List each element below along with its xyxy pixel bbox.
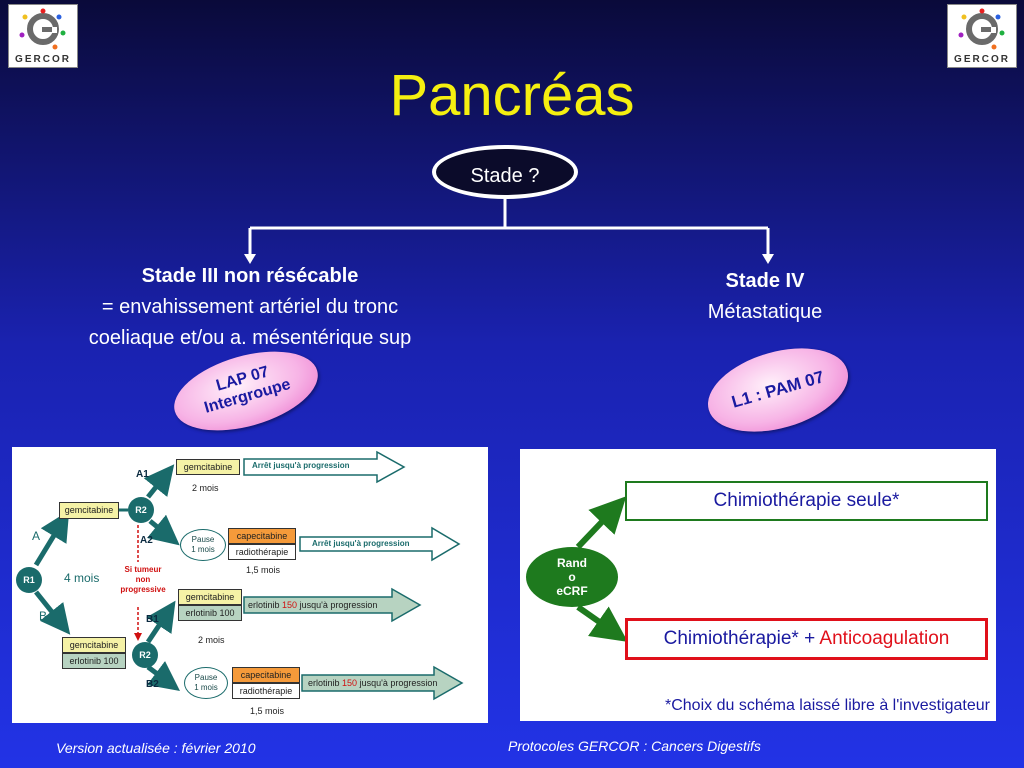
rando-ecrf-node: Rand o eCRF — [526, 547, 618, 607]
a2-arret-label: Arrêt jusqu'à progression — [312, 539, 410, 548]
b1-gemcitabine-box: gemcitabine — [178, 589, 242, 605]
si-tumeur-l2: non — [135, 575, 151, 584]
b2-erlotinib-progression: erlotinib 150 jusqu'à progression — [308, 678, 458, 688]
a2-one-five-months: 1,5 mois — [246, 565, 281, 575]
si-tumeur-note: Si tumeur non progressive — [114, 565, 172, 595]
a1-two-months: 2 mois — [192, 483, 219, 493]
b2-erlotinib-dose: 150 — [342, 678, 358, 688]
stade3-heading: Stade III non résécable — [141, 265, 359, 287]
pause-l1: Pause — [194, 673, 218, 682]
decision-tree-connectors — [244, 199, 774, 264]
stade-question-node: Stade ? — [432, 145, 578, 199]
b2-pause-node: Pause 1 mois — [184, 667, 228, 699]
gercor-logo-right: GERCOR — [947, 4, 1017, 68]
pause-l2: 1 mois — [194, 683, 218, 692]
arm-a-label: A — [32, 529, 41, 543]
a1-gemcitabine-box: gemcitabine — [176, 459, 240, 475]
stade4-subheading: Métastatique — [707, 301, 823, 323]
r1-node: R1 — [16, 567, 42, 593]
lap07-scheme-arrows — [33, 450, 464, 701]
a2-label: A2 — [140, 535, 153, 546]
b2-capecitabine-box: capecitabine — [232, 667, 300, 683]
pause-l2: 1 mois — [191, 545, 215, 554]
pam07-scheme-arrows — [575, 496, 628, 642]
arm-a-gemcitabine-box: gemcitabine — [59, 502, 119, 519]
si-tumeur-l3: progressive — [120, 585, 166, 594]
b1-label: B1 — [146, 614, 159, 625]
b1-erlotinib-box: erlotinib 100 — [178, 605, 242, 621]
stade4-heading: Stade IV — [725, 270, 805, 292]
arm-b-gemcitabine-box: gemcitabine — [62, 637, 126, 653]
arm2-prefix: Chimiothérapie* + — [663, 628, 816, 649]
stade3-line2: coeliaque et/ou a. mésentérique sup — [88, 327, 412, 349]
arm2-anticoagulation: Anticoagulation — [819, 628, 950, 649]
a2-radiotherapie-box: radiothérapie — [228, 544, 296, 560]
page-title: Pancréas — [389, 63, 635, 128]
b1-erlotinib-suffix: jusqu'à progression — [299, 600, 378, 610]
b1-erlotinib-prefix: erlotinib — [248, 600, 280, 610]
investigator-note: *Choix du schéma laissé libre à l'invest… — [665, 697, 990, 714]
arm-b-label: B — [39, 609, 48, 623]
left-branch-description: Stade III non résécable = envahissement … — [20, 261, 480, 354]
gercor-logo-icon — [19, 8, 66, 50]
b2-label: B2 — [146, 679, 159, 690]
b1-erlotinib-dose: 150 — [282, 600, 298, 610]
footer-version: Version actualisée : février 2010 — [56, 740, 256, 756]
b2-radiotherapie-box: radiothérapie — [232, 683, 300, 699]
a2-pause-node: Pause 1 mois — [180, 529, 226, 561]
b1-two-months: 2 mois — [198, 635, 225, 645]
pam07-scheme-panel: Rand o eCRF Chimiothérapie seule* Chimio… — [520, 449, 996, 721]
arm-b-erlotinib-box: erlotinib 100 — [62, 653, 126, 669]
four-months-label: 4 mois — [64, 571, 100, 585]
pause-l1: Pause — [191, 535, 215, 544]
gercor-logo-icon — [958, 8, 1005, 50]
a1-arret-label: Arrêt jusqu'à progression — [252, 461, 350, 470]
footer-protocoles: Protocoles GERCOR : Cancers Digestifs — [508, 738, 761, 754]
rand-l2: o — [568, 570, 576, 584]
b2-erlotinib-prefix: erlotinib — [308, 678, 340, 688]
a2-capecitabine-box: capecitabine — [228, 528, 296, 544]
lap07-scheme-panel: R1 A B 4 mois gemcitabine R2 Si tumeur n… — [12, 447, 488, 723]
logo-text: GERCOR — [15, 54, 71, 65]
si-tumeur-l1: Si tumeur — [124, 565, 162, 574]
stade3-line1: = envahissement artériel du tronc — [101, 296, 399, 318]
arm1-chimio-seule-box: Chimiothérapie seule* — [625, 481, 988, 521]
b1-erlotinib-progression: erlotinib 150 jusqu'à progression — [248, 600, 398, 610]
pam07-trial-badge: L1 : PAM 07 — [698, 333, 858, 447]
rand-l3: eCRF — [556, 584, 588, 598]
r2-bottom-node: R2 — [132, 642, 158, 668]
arm2-chimio-anticoag-box: Chimiothérapie* + Anticoagulation — [625, 618, 988, 660]
logo-text: GERCOR — [954, 54, 1010, 65]
right-branch-description: Stade IV Métastatique — [640, 266, 890, 328]
a1-label: A1 — [136, 469, 149, 480]
b2-one-five-months: 1,5 mois — [250, 706, 285, 716]
r2-top-node: R2 — [128, 497, 154, 523]
gercor-logo-left: GERCOR — [8, 4, 78, 68]
b2-erlotinib-suffix: jusqu'à progression — [359, 678, 438, 688]
rand-l1: Rand — [557, 556, 587, 570]
